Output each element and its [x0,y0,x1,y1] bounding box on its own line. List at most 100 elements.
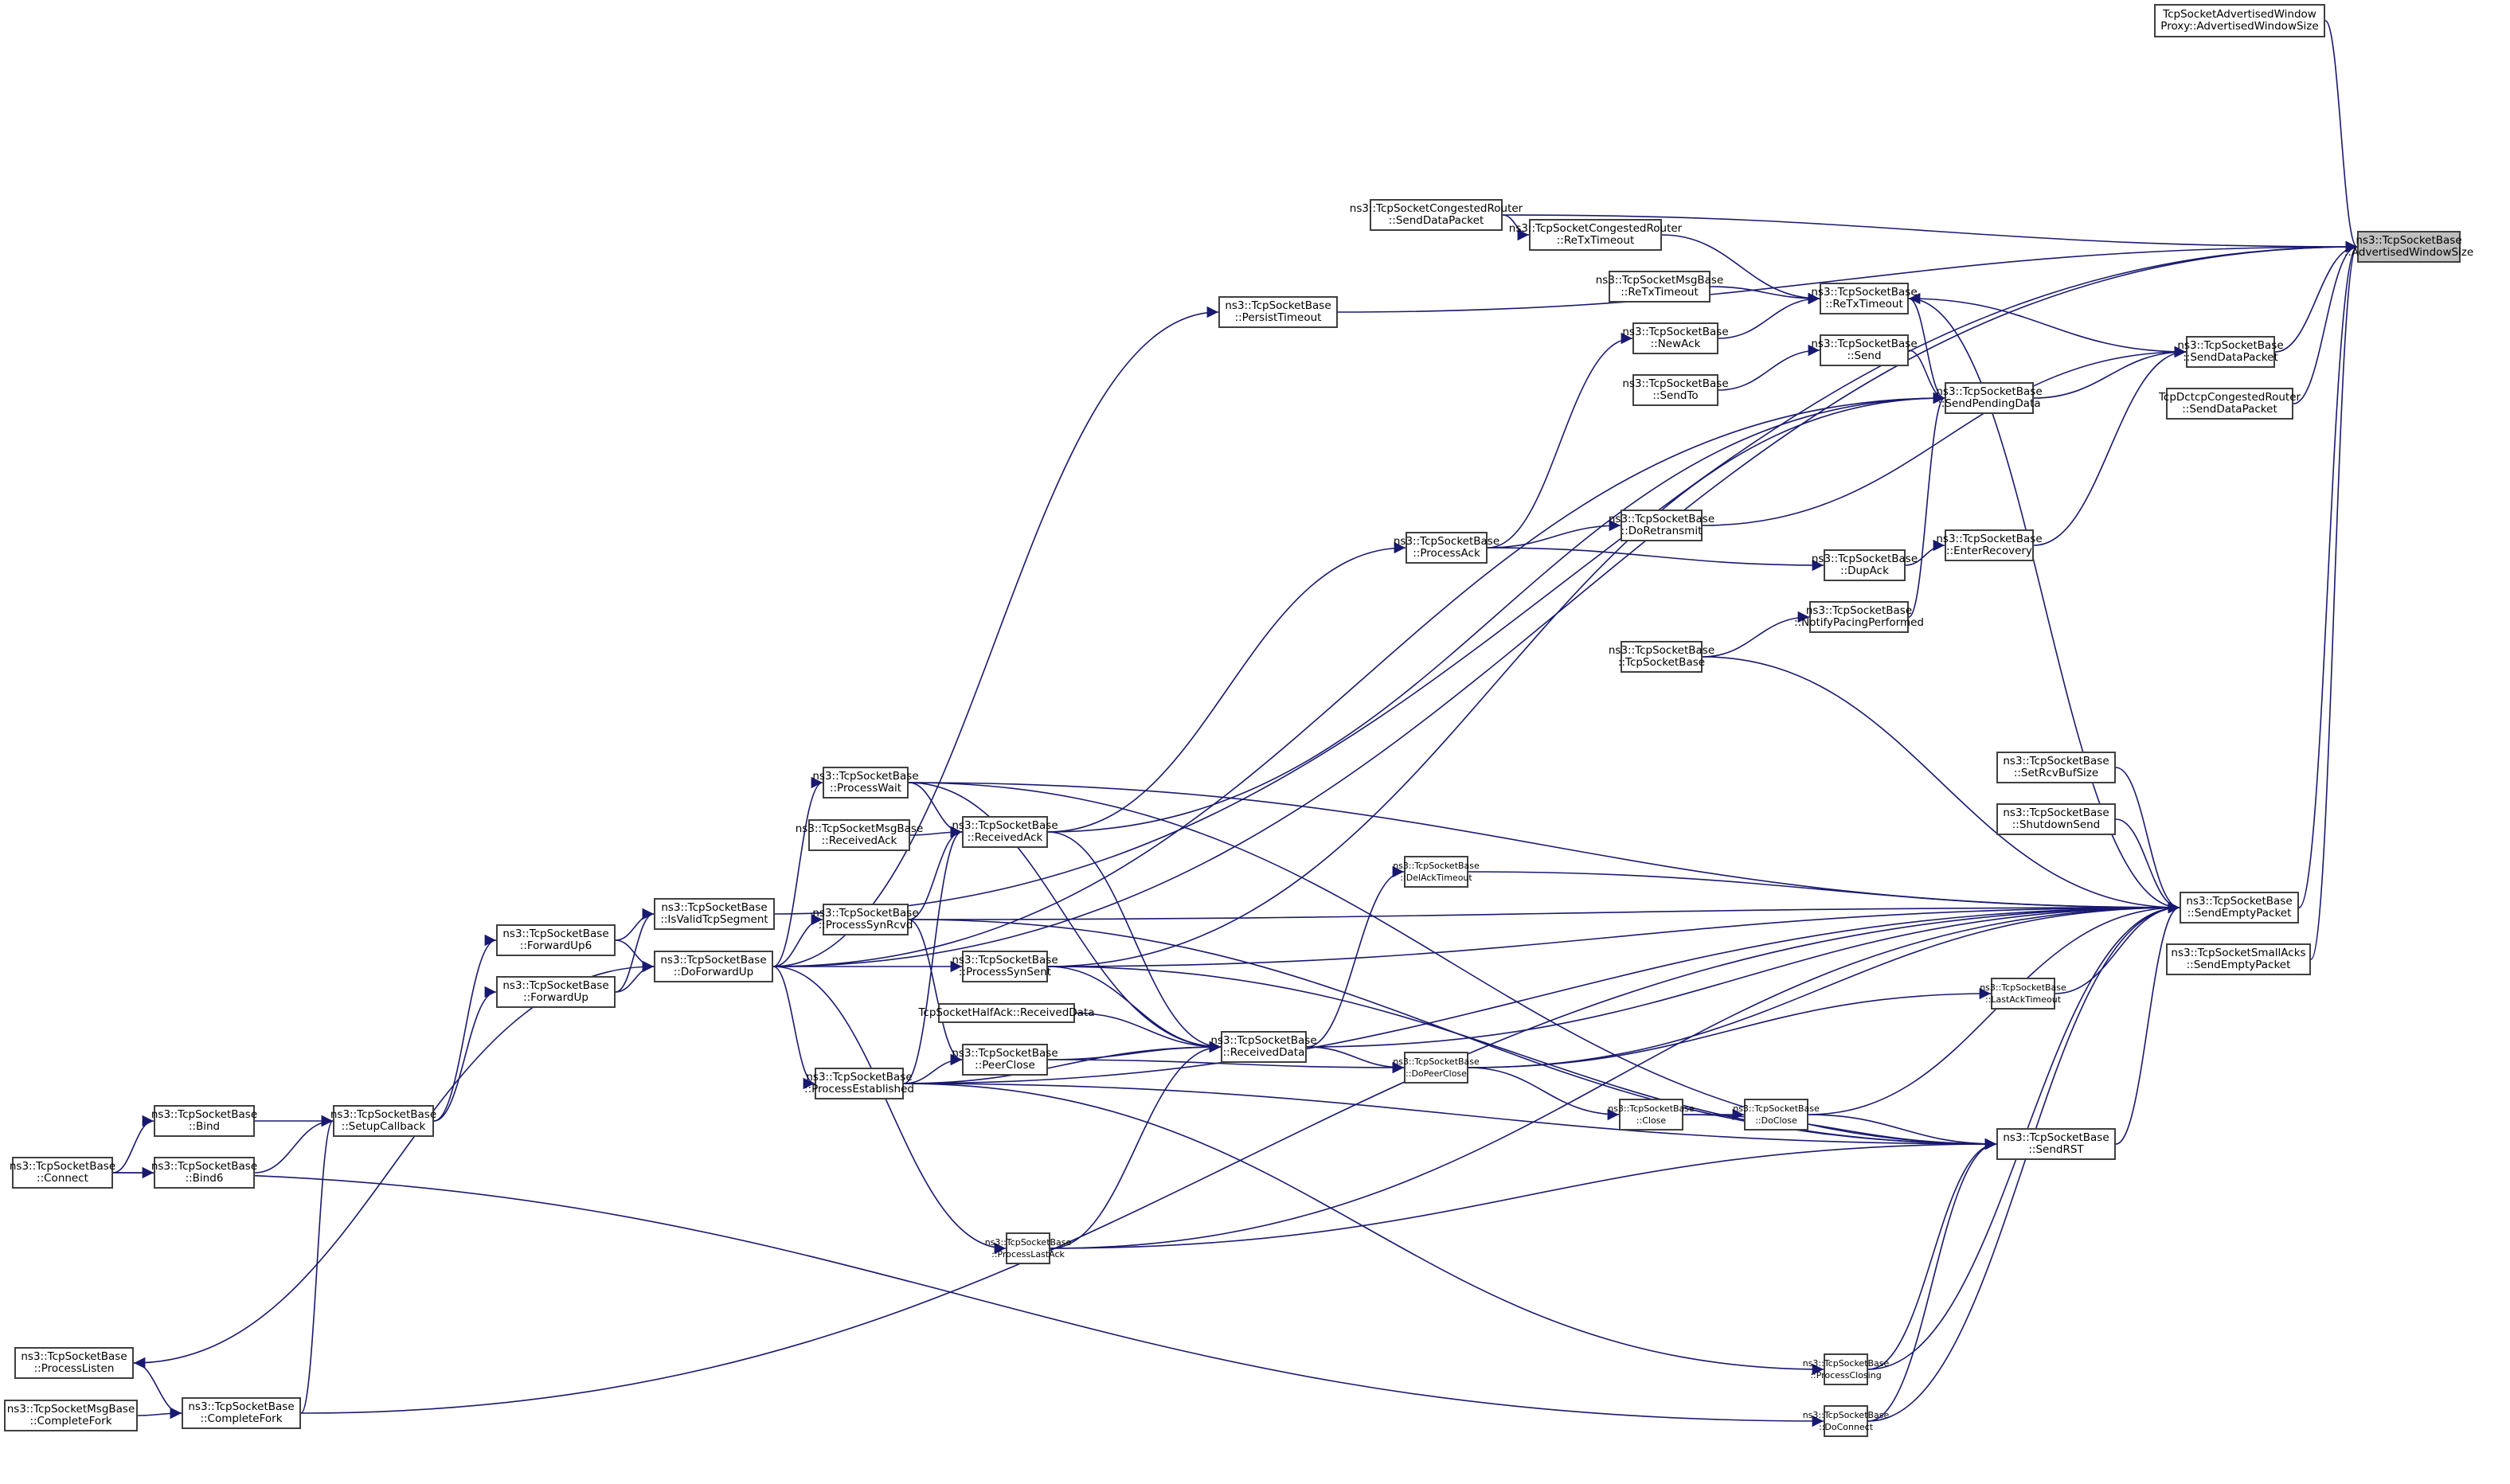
node-sdp[interactable]: ns3::TcpSocketBase::SendDataPacket [2177,336,2284,368]
node-bind6[interactable]: ns3::TcpSocketBase::Bind6 [151,1157,257,1189]
node-label-line: ::DelAckTimeout [1400,873,1472,883]
node-forwardup6[interactable]: ns3::TcpSocketBase::ForwardUp6 [496,924,616,956]
node-bind[interactable]: ns3::TcpSocketBase::Bind [151,1105,257,1137]
edge-dopeerclose-to-sep [1468,901,2180,1068]
node-synrcvd[interactable]: ns3::TcpSocketBase::ProcessSynRcvd [812,904,919,935]
edge-sendto-to-send [1718,344,1820,391]
node-label-line: ns3::TcpSocketBase [984,1237,1072,1248]
node-established[interactable]: ns3::TcpSocketBase::ProcessEstablished [804,1068,914,1099]
node-npp[interactable]: ns3::TcpSocketBase::NotifyPacingPerforme… [1794,601,1924,633]
node-label-line: ::SendTo [1652,389,1699,402]
node-label-line: ns3::TcpSocketBase [660,954,767,967]
node-label-line: ns3::TcpSocketBase [1980,982,2066,993]
node-close[interactable]: ns3::TcpSocketBase::Close [1608,1099,1695,1131]
node-label-line: ::ShutdownSend [2012,818,2101,831]
node-msgretx[interactable]: ns3::TcpSocketMsgBase::ReTxTimeout [1596,271,1723,303]
node-spd[interactable]: ns3::TcpSocketBase::SendPendingData [1936,382,2043,414]
node-dctcp[interactable]: TcpDctcpCongestedRouter::SendDataPacket [2159,388,2301,420]
node-send[interactable]: ns3::TcpSocketBase::Send [1811,334,1918,366]
node-processwait[interactable]: ns3::TcpSocketBase::ProcessWait [812,767,919,799]
node-halfack[interactable]: TcpSocketHalfAck::ReceivedData [918,1003,1095,1023]
node-sendrst[interactable]: ns3::TcpSocketBase::SendRST [1996,1128,2116,1160]
node-crretx[interactable]: ns3::TcpSocketCongestedRouter::ReTxTimeo… [1509,219,1682,251]
node-label-line: ::CompleteFork [29,1415,112,1427]
node-label-line: ns3::TcpSocketBase [2003,1131,2109,1144]
node-crsdp[interactable]: ns3::TcpSocketCongestedRouter::SendDataP… [1350,199,1523,231]
node-lastack[interactable]: ns3::TcpSocketBase::ProcessLastAck [985,1232,1071,1264]
node-retx[interactable]: ns3::TcpSocketBase::ReTxTimeout [1811,283,1918,314]
node-doretx[interactable]: ns3::TcpSocketBase::DoRetransmit [1609,510,1714,541]
edge-processwait-to-recvdata [908,782,1222,1053]
edge-processack-to-newack [1487,332,1633,549]
node-label-line: ::PersistTimeout [1234,311,1322,324]
node-label-line: ::SendEmptyPacket [2187,907,2292,920]
node-forwardup[interactable]: ns3::TcpSocketBase::ForwardUp [496,976,616,1008]
node-label-line: ns3::TcpSocketBase [2177,339,2284,352]
node-label-line: ns3::TcpSocketBase [2186,895,2293,908]
node-label-line: ::SendEmptyPacket [2186,959,2291,971]
node-recvdata[interactable]: ns3::TcpSocketBase::ReceivedData [1210,1031,1317,1063]
node-dopeerclose[interactable]: ns3::TcpSocketBase::DoPeerClose [1393,1052,1480,1084]
edge-closing-to-sendrst [1867,1138,1997,1370]
node-label-line: ns3::TcpSocketBase [1622,326,1729,338]
edge-sep-to-aws [2298,241,2358,908]
edge-setupcb-to-forwardup6 [433,934,497,1122]
edge-connect-to-bind [112,1115,154,1174]
edge-recvack-to-recvdata [1047,831,1222,1053]
node-smallacks[interactable]: ns3::TcpSocketSmallAcks::SendEmptyPacket [2166,943,2311,975]
node-fork[interactable]: ns3::TcpSocketBase::CompleteFork [182,1397,301,1429]
node-doclose[interactable]: ns3::TcpSocketBase::DoClose [1733,1099,1820,1131]
node-processack[interactable]: ns3::TcpSocketBase::ProcessAck [1394,532,1499,564]
node-aws[interactable]: ns3::TcpSocketBase::AdvertisedWindowSize [2344,231,2473,263]
node-sep[interactable]: ns3::TcpSocketBase::SendEmptyPacket [2180,892,2299,924]
node-label-line: ::TcpSocketBase [1617,656,1706,669]
node-connect[interactable]: ns3::TcpSocketBase::Connect [10,1157,115,1189]
node-setupcb[interactable]: ns3::TcpSocketBase::SetupCallback [330,1105,436,1137]
node-doconnect[interactable]: ns3::TcpSocketBase::DoConnect [1803,1405,1889,1437]
node-label-line: ::CompleteFork [200,1412,283,1425]
node-msgfork[interactable]: ns3::TcpSocketMsgBase::CompleteFork [4,1400,138,1431]
node-label-line: ::DoForwardUp [673,966,754,978]
edge-enterrec-to-sdp [2033,346,2187,546]
edge-newack-to-retx [1718,292,1820,339]
node-ctor[interactable]: ns3::TcpSocketBase::TcpSocketBase [1609,641,1714,673]
edge-processack-to-dupack [1487,547,1824,572]
node-setrcv[interactable]: ns3::TcpSocketBase::SetRcvBufSize [1996,752,2116,783]
node-label-line: ::SetRcvBufSize [2013,767,2099,779]
node-label-line: ns3::TcpSocketBase [806,1071,913,1084]
node-recvack[interactable]: ns3::TcpSocketBase::ReceivedAck [952,816,1058,848]
node-label-line: ns3::TcpSocketBase [502,928,609,940]
node-label-line: ::Bind [188,1120,221,1133]
node-synsent[interactable]: ns3::TcpSocketBase::ProcessSynSent [952,951,1058,982]
node-delack[interactable]: ns3::TcpSocketBase::DelAckTimeout [1393,856,1480,888]
node-listen[interactable]: ns3::TcpSocketBase::ProcessListen [14,1347,134,1379]
node-sendto[interactable]: ns3::TcpSocketBase::SendTo [1622,374,1729,406]
node-newack[interactable]: ns3::TcpSocketBase::NewAck [1622,322,1729,354]
edge-listen-to-fork [133,1362,182,1420]
edge-doconnect-to-sep [1867,901,2180,1422]
node-label-line: ::ProcessSynSent [958,966,1052,978]
node-doforwardup[interactable]: ns3::TcpSocketBase::DoForwardUp [654,951,773,982]
node-peerclose[interactable]: ns3::TcpSocketBase::PeerClose [952,1044,1058,1076]
edge-close-to-sendrst [1683,1114,1997,1150]
node-enterrec[interactable]: ns3::TcpSocketBase::EnterRecovery [1936,529,2043,561]
node-label-line: ns3::TcpSocketBase [21,1350,127,1363]
node-label-line: TcpSocketHalfAck::ReceivedData [918,1006,1095,1019]
node-dupack[interactable]: ns3::TcpSocketBase::DupAck [1812,549,1918,581]
node-label-line: ::DupAck [1840,564,1889,577]
node-closing[interactable]: ns3::TcpSocketBase::ProcessClosing [1803,1353,1889,1385]
node-label-line: ns3::TcpSocketBase [1393,861,1480,871]
edge-peerclose-to-dopeerclose [1047,1059,1405,1074]
node-msgrecvack[interactable]: ns3::TcpSocketMsgBase::ReceivedAck [796,819,923,851]
node-shutdown[interactable]: ns3::TcpSocketBase::ShutdownSend [1996,803,2116,835]
node-label-line: ::ProcessListen [33,1362,115,1375]
node-persist[interactable]: ns3::TcpSocketBase::PersistTimeout [1218,296,1338,328]
node-label-line: ::PeerClose [975,1059,1035,1072]
node-label-line: ::ProcessAck [1413,547,1480,560]
node-lastacktimeout[interactable]: ns3::TcpSocketBase::LastAckTimeout [1980,978,2066,1010]
edge-retx-to-sep [1908,298,2180,914]
node-label-line: ::SendPendingData [1937,397,2041,410]
node-isvalid[interactable]: ns3::TcpSocketBase::IsValidTcpSegment [654,898,775,930]
edge-npp-to-spd [1908,392,1945,618]
